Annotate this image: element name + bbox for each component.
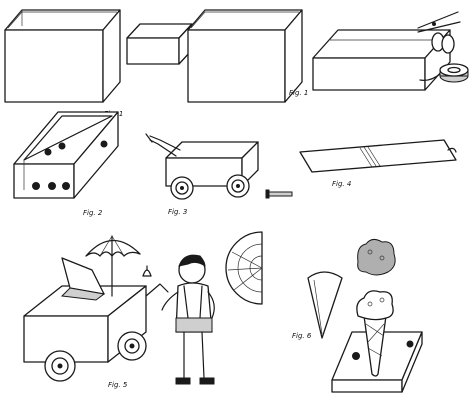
ice-cream-scoop-icon <box>357 238 396 276</box>
fig5-cart <box>23 257 169 363</box>
fig2-tray-with-holes <box>13 111 119 199</box>
fig4-folded-strip <box>299 139 457 173</box>
fig6-label: Fig. 6 <box>292 332 312 340</box>
cart-bell-icon <box>142 265 152 277</box>
wagon-wheel-right <box>226 174 250 198</box>
fig6-paper-semicircle <box>225 231 263 305</box>
fig2-label: Fig. 2 <box>83 209 103 217</box>
paper-cone-icon <box>307 271 343 339</box>
fig4-label: Fig. 4 <box>332 180 351 188</box>
scissors-icon <box>417 11 461 54</box>
cart-wheel-back <box>117 331 147 361</box>
fig1b-label: Fig. 1 <box>289 89 308 97</box>
fig3-label: Fig. 3 <box>168 208 187 216</box>
boy-figure <box>161 254 215 385</box>
cart-wheel-front <box>44 350 76 382</box>
fig1-second-box <box>187 9 303 103</box>
tape-roll-icon <box>419 63 469 83</box>
fig1-tall-box <box>4 9 121 103</box>
flat-box-cutting <box>312 29 451 91</box>
axle-bolt-icon <box>265 189 293 199</box>
fig5-label: Fig. 5 <box>108 381 128 389</box>
wagon-wheel-left <box>170 176 194 200</box>
fig1-box-lid <box>126 23 193 65</box>
ice-cream-cone-stand <box>331 290 423 393</box>
umbrella-icon <box>85 235 141 297</box>
